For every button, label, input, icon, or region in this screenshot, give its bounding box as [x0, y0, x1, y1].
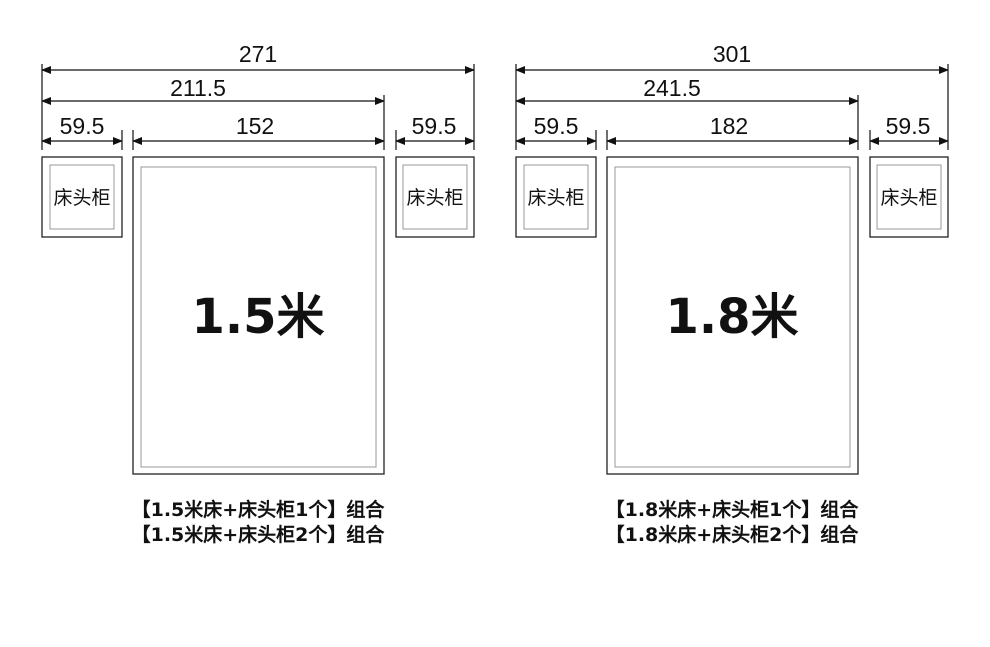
nightstand-right-label: 床头柜	[880, 187, 937, 209]
nightstand-left-label: 床头柜	[527, 187, 584, 209]
dim-nightstand-right: 59.5	[886, 113, 931, 139]
dim-total-width: 271	[239, 41, 277, 67]
bed-inner	[614, 166, 851, 468]
nightstand-left	[41, 156, 123, 238]
dim-bed-plus-one: 241.5	[643, 75, 701, 101]
dim-total-width: 301	[713, 41, 751, 67]
caption-line-2: 【1.5米床+床头柜2个】组合	[132, 523, 386, 546]
dim-bed-width: 152	[236, 113, 274, 139]
dim-bed-width: 182	[710, 113, 748, 139]
nightstand-left-inner	[523, 164, 589, 230]
nightstand-left-label: 床头柜	[53, 187, 110, 209]
bed	[606, 156, 859, 475]
bed-size-label: 1.5米	[191, 289, 324, 345]
group-1-8m: 301 241.5 59.5 182 59.5 床头柜 1.8米 床头柜 【1.…	[515, 41, 949, 546]
nightstand-right-inner	[876, 164, 942, 230]
caption-line-1: 【1.8米床+床头柜1个】组合	[606, 498, 860, 521]
nightstand-right-label: 床头柜	[406, 187, 463, 209]
dim-nightstand-left: 59.5	[60, 113, 105, 139]
nightstand-right-inner	[402, 164, 468, 230]
nightstand-left	[515, 156, 597, 238]
group-1-5m: 271 211.5 59.5 152 59.5 床头柜 1.5米 床头柜 【1.…	[41, 41, 475, 546]
nightstand-left-inner	[49, 164, 115, 230]
caption-line-1: 【1.5米床+床头柜1个】组合	[132, 498, 386, 521]
bed	[132, 156, 385, 475]
dim-nightstand-left: 59.5	[534, 113, 579, 139]
bed-inner	[140, 166, 377, 468]
dim-bed-plus-one: 211.5	[170, 75, 226, 101]
nightstand-right	[395, 156, 475, 238]
caption-line-2: 【1.8米床+床头柜2个】组合	[606, 523, 860, 546]
dim-nightstand-right: 59.5	[412, 113, 457, 139]
nightstand-right	[869, 156, 949, 238]
bed-size-label: 1.8米	[665, 289, 798, 345]
